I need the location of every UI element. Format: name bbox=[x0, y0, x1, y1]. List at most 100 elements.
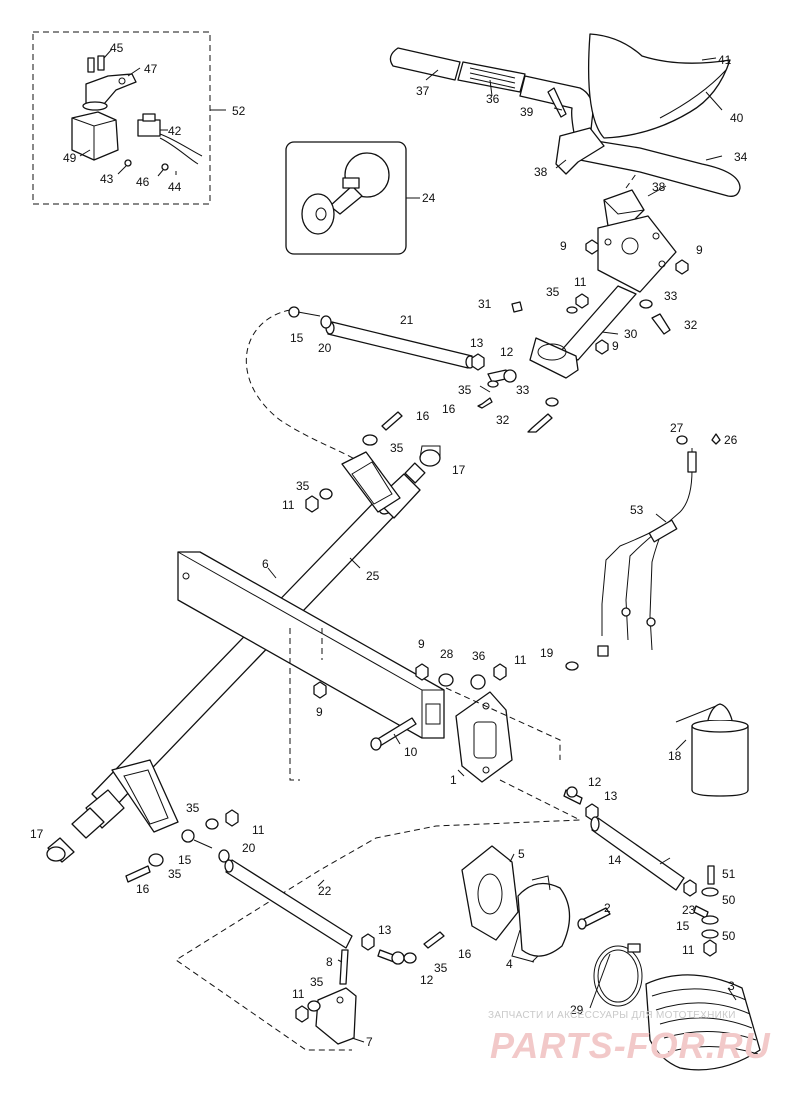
label-49: 49 bbox=[63, 151, 77, 165]
label-47: 47 bbox=[144, 62, 158, 76]
label-18: 18 bbox=[668, 749, 682, 763]
label-9-a: 9 bbox=[560, 239, 567, 253]
label-6: 6 bbox=[262, 557, 269, 571]
label-16-d: 16 bbox=[458, 947, 472, 961]
label-37: 37 bbox=[416, 84, 430, 98]
leader-lines bbox=[267, 57, 737, 1043]
label-11-b: 11 bbox=[282, 498, 295, 512]
label-29: 29 bbox=[570, 1003, 584, 1017]
label-19: 19 bbox=[540, 646, 554, 660]
label-11-e: 11 bbox=[682, 943, 695, 957]
flange-1 bbox=[175, 687, 581, 1051]
label-12-a: 12 bbox=[500, 345, 514, 359]
label-31: 31 bbox=[478, 297, 492, 311]
label-24: 24 bbox=[422, 191, 436, 205]
label-9-e: 9 bbox=[316, 705, 323, 719]
label-12-b: 12 bbox=[588, 775, 602, 789]
label-16-c: 16 bbox=[136, 882, 150, 896]
label-50-b: 50 bbox=[722, 929, 736, 943]
label-44: 44 bbox=[168, 180, 182, 194]
label-36-mid: 36 bbox=[472, 649, 486, 663]
label-16-a: 16 bbox=[442, 402, 456, 416]
label-35-b: 35 bbox=[458, 383, 472, 397]
label-42: 42 bbox=[168, 124, 182, 138]
label-7: 7 bbox=[366, 1035, 373, 1049]
label-26: 26 bbox=[724, 433, 738, 447]
label-51: 51 bbox=[722, 867, 736, 881]
label-5: 5 bbox=[518, 847, 525, 861]
label-2: 2 bbox=[604, 901, 611, 915]
label-13-b: 13 bbox=[604, 789, 618, 803]
label-34: 34 bbox=[734, 150, 748, 164]
label-52: 52 bbox=[232, 104, 246, 118]
label-40: 40 bbox=[730, 111, 744, 125]
label-10: 10 bbox=[404, 745, 418, 759]
label-36-top: 36 bbox=[486, 92, 500, 106]
kit-52-inset bbox=[32, 31, 226, 205]
label-21: 21 bbox=[400, 313, 414, 327]
label-4: 4 bbox=[506, 957, 513, 971]
label-32-a: 32 bbox=[684, 318, 698, 332]
label-45: 45 bbox=[110, 41, 124, 55]
label-43: 43 bbox=[100, 172, 114, 186]
label-1: 1 bbox=[450, 773, 457, 787]
label-8: 8 bbox=[326, 955, 333, 969]
label-12-c: 12 bbox=[420, 973, 434, 987]
label-3: 3 bbox=[728, 979, 735, 993]
label-20-a: 20 bbox=[318, 341, 332, 355]
label-35-a: 35 bbox=[546, 285, 560, 299]
label-13-c: 13 bbox=[378, 923, 392, 937]
watermark: ЗАПЧАСТИ И АКСЕССУАРЫ ДЛЯ МОТОТЕХНИКИ PA… bbox=[488, 1010, 771, 1066]
label-33-b: 33 bbox=[516, 383, 530, 397]
label-23: 23 bbox=[682, 903, 696, 917]
label-11-f: 11 bbox=[292, 987, 305, 1001]
label-27: 27 bbox=[670, 421, 684, 435]
watermark-brand: PARTS-FOR.RU bbox=[490, 1025, 771, 1066]
label-9-b: 9 bbox=[696, 243, 703, 257]
label-28: 28 bbox=[440, 647, 454, 661]
tie-rod-22 bbox=[125, 809, 445, 1045]
label-17-b: 17 bbox=[30, 827, 44, 841]
label-15-a: 15 bbox=[290, 331, 304, 345]
label-11-c: 11 bbox=[514, 653, 527, 667]
steering-column-25 bbox=[46, 411, 441, 863]
label-11-a: 11 bbox=[574, 275, 587, 289]
label-53: 53 bbox=[630, 503, 644, 517]
label-38-top: 38 bbox=[534, 165, 548, 179]
label-17-a: 17 bbox=[452, 463, 466, 477]
label-9-c: 9 bbox=[612, 339, 619, 353]
label-25: 25 bbox=[366, 569, 380, 583]
upper-bracket-30 bbox=[477, 215, 689, 433]
label-11-d: 11 bbox=[252, 823, 265, 837]
label-35-d: 35 bbox=[296, 479, 310, 493]
label-35-f: 35 bbox=[168, 867, 182, 881]
watermark-caption: ЗАПЧАСТИ И АКСЕССУАРЫ ДЛЯ МОТОТЕХНИКИ bbox=[488, 1010, 736, 1021]
horn-24-inset bbox=[285, 141, 420, 255]
label-9-d: 9 bbox=[418, 637, 425, 651]
label-15-c: 15 bbox=[676, 919, 690, 933]
label-30: 30 bbox=[624, 327, 638, 341]
label-13-a: 13 bbox=[470, 336, 484, 350]
label-16-b: 16 bbox=[416, 409, 430, 423]
label-35-h: 35 bbox=[310, 975, 324, 989]
label-22: 22 bbox=[318, 884, 332, 898]
label-46: 46 bbox=[136, 175, 150, 189]
tie-rod-21 bbox=[245, 306, 485, 461]
handlebar-assembly bbox=[389, 33, 741, 229]
part-labels: 45 47 52 42 49 43 46 44 24 37 36 39 41 4… bbox=[30, 41, 748, 1049]
cross-member-6 bbox=[177, 551, 579, 781]
label-35-e: 35 bbox=[186, 801, 200, 815]
label-32-b: 32 bbox=[496, 413, 510, 427]
label-50-a: 50 bbox=[722, 893, 736, 907]
label-39: 39 bbox=[520, 105, 534, 119]
cable-and-fluid bbox=[597, 433, 749, 797]
lower-right-group bbox=[461, 786, 761, 1071]
label-41: 41 bbox=[718, 53, 732, 67]
label-35-c: 35 bbox=[390, 441, 404, 455]
label-35-g: 35 bbox=[434, 961, 448, 975]
label-20-b: 20 bbox=[242, 841, 256, 855]
label-15-b: 15 bbox=[178, 853, 192, 867]
label-33-a: 33 bbox=[664, 289, 678, 303]
label-38-mid: 38 bbox=[652, 180, 666, 194]
